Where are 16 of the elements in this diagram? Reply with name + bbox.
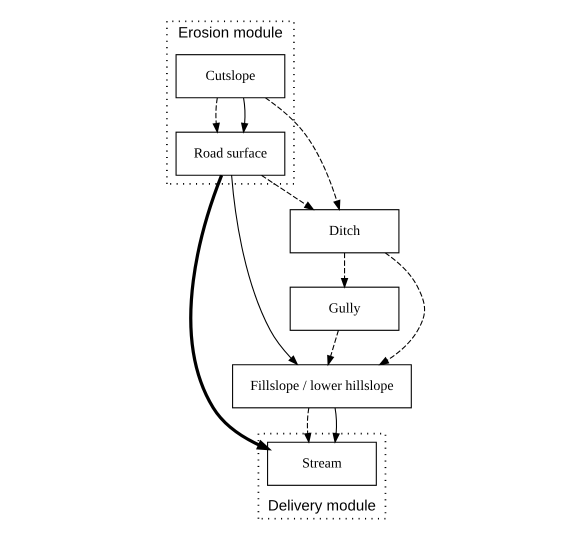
node-box: Ditch xyxy=(289,209,399,254)
node-box: Gully xyxy=(289,286,399,331)
node-box: Cutslope xyxy=(175,54,285,98)
node-box: Road surface xyxy=(175,132,285,176)
node-box: Stream xyxy=(266,442,376,486)
node-box: Fillslope / lower hillslope xyxy=(232,364,412,408)
arrow xyxy=(230,175,298,366)
arrow xyxy=(212,98,220,134)
arrow xyxy=(264,97,340,211)
arrow xyxy=(240,98,248,134)
arrow xyxy=(188,174,272,451)
arrow xyxy=(340,252,348,289)
arrow xyxy=(378,252,425,366)
arrow xyxy=(303,408,311,444)
arrow xyxy=(332,408,340,444)
arrow xyxy=(326,330,338,366)
